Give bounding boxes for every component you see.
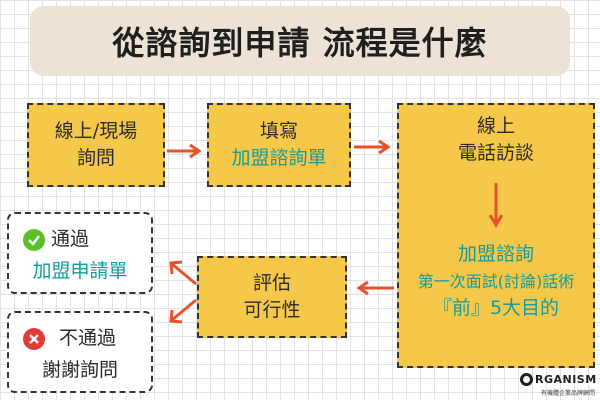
arrow-right-1 xyxy=(167,143,202,159)
inquiry-line-1: 線上/現場 xyxy=(54,120,138,142)
arrow-right-2 xyxy=(354,139,391,155)
logo-name: RGANISM xyxy=(535,373,597,386)
phone-line-4: 第一次面試(討論)話術 xyxy=(417,272,575,291)
arrow-to-pass xyxy=(169,260,197,286)
fail-action: 謝謝詢問 xyxy=(41,359,118,381)
fill-line-2: 加盟諮詢單 xyxy=(231,147,327,169)
evaluate-line-2: 可行性 xyxy=(243,299,301,321)
pass-label: 通過 xyxy=(51,228,90,250)
phone-interview-step-box: 線上 電話訪談 加盟諮詢 第一次面試(討論)話術 『前』5大目的 xyxy=(397,103,595,368)
pass-outcome-box: 通過 加盟申請單 xyxy=(7,212,153,294)
title-banner: 從諮詢到申請 流程是什麼 xyxy=(30,6,570,76)
fail-outcome-box: 不通過 謝謝詢問 xyxy=(7,311,153,393)
pass-action: 加盟申請單 xyxy=(32,260,128,282)
logo-subtitle: 有機體企業品牌顧問 xyxy=(541,390,596,397)
page-title: 從諮詢到申請 流程是什麼 xyxy=(112,24,488,62)
fill-line-1: 填寫 xyxy=(259,120,298,142)
check-circle-icon xyxy=(23,228,45,251)
brand-logo: RGANISM xyxy=(520,373,597,386)
evaluate-step-box: 評估 可行性 xyxy=(197,256,347,338)
logo-ring-icon xyxy=(520,373,533,386)
phone-line-3: 加盟諮詢 xyxy=(457,243,534,265)
evaluate-line-1: 評估 xyxy=(252,272,291,294)
inquiry-line-2: 詢問 xyxy=(76,147,115,169)
x-circle-icon xyxy=(23,327,45,350)
phone-line-5: 『前』5大目的 xyxy=(432,297,560,319)
fill-form-step-box: 填寫 加盟諮詢單 xyxy=(207,103,351,187)
arrow-left xyxy=(356,280,394,296)
phone-line-1: 線上 xyxy=(476,115,515,137)
arrow-down xyxy=(488,183,504,228)
fail-label: 不通過 xyxy=(59,327,117,349)
phone-line-2: 電話訪談 xyxy=(457,142,534,164)
inquiry-step-box: 線上/現場 詢問 xyxy=(27,103,165,187)
arrow-to-fail xyxy=(169,298,197,324)
